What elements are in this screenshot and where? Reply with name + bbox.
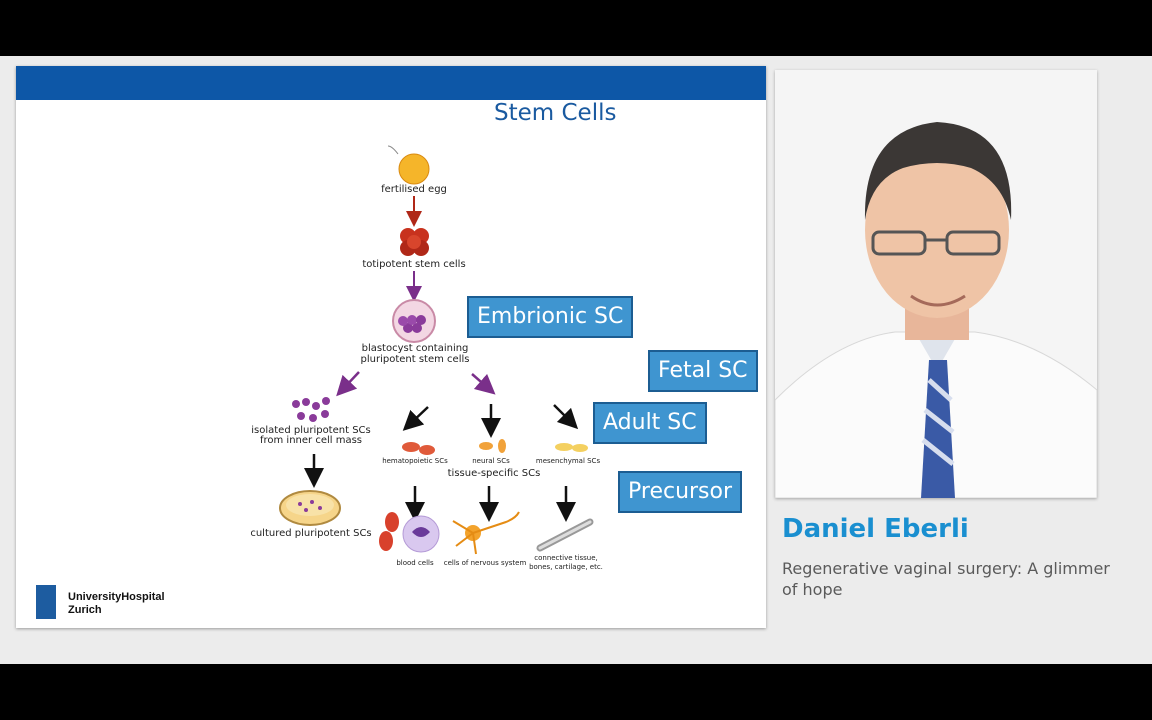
label-connective-1: connective tissue, <box>534 554 597 562</box>
label-totipotent: totipotent stem cells <box>362 259 465 270</box>
label-blood: blood cells <box>396 559 434 567</box>
totipotent-cells-icon <box>400 228 429 256</box>
label-tissue-specific: tissue-specific SCs <box>448 468 541 479</box>
mesenchymal-cells-icon <box>555 443 588 452</box>
speaker-photo <box>775 70 1097 498</box>
label-blastocyst-1: blastocyst containing <box>362 343 469 354</box>
logo-line-2: Zurich <box>68 604 102 616</box>
box-fetal-sc: Fetal SC <box>648 350 758 392</box>
label-nervous: cells of nervous system <box>444 559 527 567</box>
slide-header-bar <box>16 66 766 100</box>
egg-icon <box>387 145 430 185</box>
label-cultured: cultured pluripotent SCs <box>250 528 371 539</box>
presentation-slide: Stem Cells fertilised egg <box>16 66 766 628</box>
stem-cell-diagram: fertilised egg totipotent stem cells bla… <box>250 145 603 571</box>
label-hematopoietic: hematopoietic SCs <box>382 457 448 465</box>
logo-text: UniversityHospital Zurich <box>68 591 165 617</box>
label-fertilised-egg: fertilised egg <box>381 184 447 195</box>
arrow-to-isolated <box>336 371 360 397</box>
label-blastocyst-2: pluripotent stem cells <box>361 354 470 365</box>
label-isolated-1: isolated pluripotent SCs <box>251 425 370 436</box>
arrow-to-tissue <box>471 373 496 395</box>
usz-logo-icon <box>36 585 56 619</box>
logo-line-1: UniversityHospital <box>68 591 165 603</box>
label-connective-2: bones, cartilage, etc. <box>529 563 603 571</box>
box-embryonic-sc: Embrionic SC <box>467 296 634 338</box>
blood-cells-icon <box>379 512 440 553</box>
label-neural: neural SCs <box>472 457 510 465</box>
isolated-cells-icon <box>292 397 330 422</box>
hematopoietic-cells-icon <box>402 442 435 455</box>
box-adult-sc: Adult SC <box>593 402 707 444</box>
slide-title: Stem Cells <box>494 100 617 126</box>
speaker-portrait-icon <box>775 70 1097 498</box>
speaker-name: Daniel Eberli <box>782 514 969 544</box>
petri-dish-icon <box>279 490 341 526</box>
label-isolated-2: from inner cell mass <box>260 435 362 446</box>
arrow-to-hematopoietic <box>402 406 429 431</box>
nerve-cell-icon <box>452 511 520 555</box>
bone-icon <box>536 518 594 552</box>
box-precursor: Precursor <box>618 471 743 513</box>
arrow-to-mesenchymal <box>553 404 579 430</box>
talk-title: Regenerative vaginal surgery: A glimmer … <box>782 559 1110 599</box>
neural-cells-icon <box>479 439 506 453</box>
blastocyst-icon <box>392 299 436 343</box>
label-mesenchymal: mesenchymal SCs <box>536 457 601 465</box>
